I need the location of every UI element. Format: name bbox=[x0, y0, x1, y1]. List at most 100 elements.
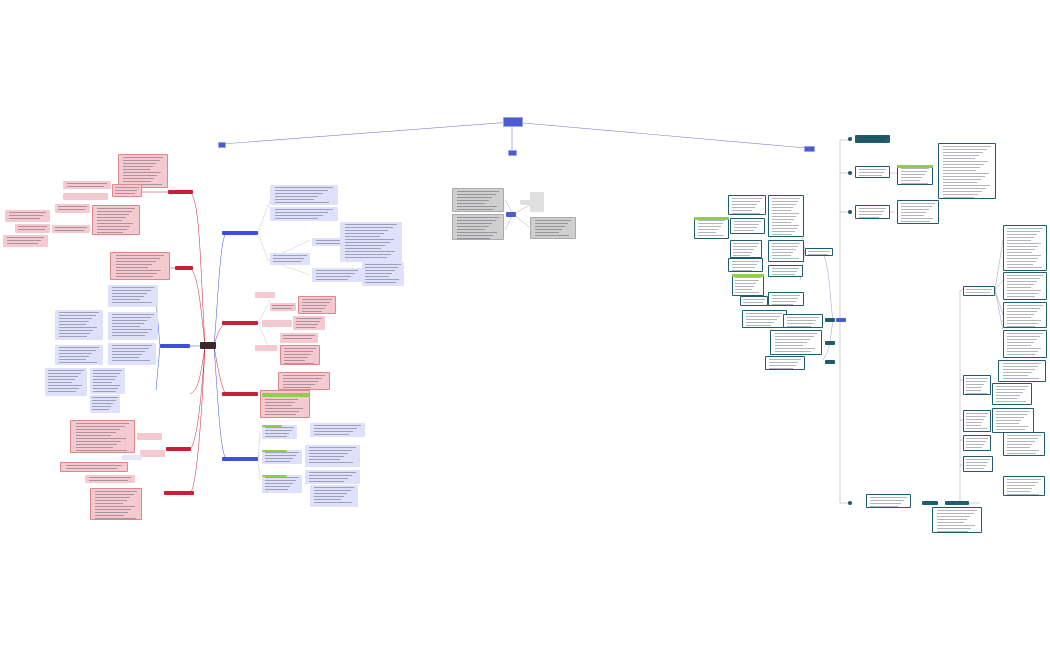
middle-grey-box-2 bbox=[452, 214, 504, 240]
text-line bbox=[966, 467, 984, 469]
right-dot-1 bbox=[848, 137, 852, 141]
text-line bbox=[58, 355, 90, 357]
text-line bbox=[92, 384, 121, 386]
left-blue-branch-2[interactable] bbox=[222, 457, 258, 461]
text-line bbox=[943, 175, 985, 177]
left-red-branch-1[interactable] bbox=[168, 190, 193, 194]
text-line bbox=[111, 350, 146, 352]
text-line bbox=[1007, 286, 1031, 288]
mid-green-header-3 bbox=[262, 450, 287, 452]
text-line bbox=[301, 298, 333, 300]
text-line bbox=[1007, 322, 1038, 324]
text-line bbox=[996, 388, 1026, 390]
left-pink-box-9 bbox=[3, 235, 48, 247]
right-root-node[interactable] bbox=[804, 146, 815, 152]
text-line bbox=[112, 286, 154, 288]
mid-pink-box-8 bbox=[255, 345, 277, 351]
text-line bbox=[365, 263, 401, 265]
right-col2-box-3 bbox=[768, 265, 803, 277]
left-red-branch-5[interactable] bbox=[222, 321, 258, 325]
text-line bbox=[746, 321, 774, 323]
text-line bbox=[58, 349, 96, 351]
left-red-branch-6[interactable] bbox=[222, 392, 258, 396]
text-line bbox=[746, 315, 780, 317]
text-line bbox=[900, 173, 925, 175]
text-line bbox=[943, 184, 990, 186]
text-line bbox=[48, 387, 79, 389]
text-line bbox=[1007, 434, 1041, 436]
text-line bbox=[771, 197, 801, 199]
text-line bbox=[1007, 313, 1034, 315]
mid-lav-box-8 bbox=[262, 425, 297, 439]
right-col1-box-5 bbox=[732, 274, 764, 296]
right-sub-hub-3[interactable] bbox=[825, 360, 835, 364]
middle-hub-node[interactable] bbox=[506, 212, 516, 217]
text-line bbox=[76, 437, 126, 439]
text-line bbox=[1007, 440, 1036, 442]
text-line bbox=[265, 460, 291, 462]
text-line bbox=[1007, 347, 1041, 349]
text-line bbox=[870, 496, 907, 498]
text-line bbox=[272, 307, 293, 309]
text-line bbox=[284, 353, 311, 355]
text-line bbox=[275, 198, 314, 200]
text-line bbox=[966, 389, 981, 391]
right-bottom-node-1[interactable] bbox=[922, 501, 938, 505]
text-line bbox=[457, 219, 496, 221]
text-line bbox=[58, 320, 90, 322]
central-root-node[interactable] bbox=[503, 117, 523, 127]
text-line bbox=[115, 192, 135, 194]
text-line bbox=[457, 225, 489, 227]
text-line bbox=[943, 157, 975, 159]
right-sub-hub-1[interactable] bbox=[825, 318, 835, 322]
text-line bbox=[6, 242, 39, 244]
right-sub-hub-2[interactable] bbox=[825, 341, 835, 345]
text-line bbox=[344, 229, 389, 231]
text-line bbox=[858, 207, 887, 209]
text-line bbox=[966, 415, 987, 417]
text-line bbox=[284, 359, 306, 361]
middle-root-node[interactable] bbox=[508, 150, 517, 156]
text-line bbox=[283, 377, 322, 379]
text-line bbox=[457, 193, 496, 195]
right-col1-box-7 bbox=[742, 310, 787, 328]
text-line bbox=[122, 177, 155, 179]
mid-pink-box-3 bbox=[270, 303, 296, 311]
left-blue-branch-center[interactable] bbox=[160, 344, 190, 348]
text-line bbox=[966, 392, 987, 394]
text-line bbox=[1007, 274, 1043, 276]
text-line bbox=[8, 217, 41, 219]
left-red-branch-4[interactable] bbox=[164, 491, 194, 495]
right-teal-header[interactable] bbox=[855, 135, 890, 143]
text-line bbox=[265, 482, 294, 484]
text-line bbox=[76, 434, 112, 436]
text-line bbox=[858, 174, 882, 176]
text-line bbox=[264, 392, 306, 394]
text-line bbox=[733, 248, 755, 250]
text-line bbox=[96, 213, 129, 215]
right-hub-node[interactable] bbox=[836, 318, 846, 322]
left-red-branch-3[interactable] bbox=[166, 447, 191, 451]
mid-lav-box-2 bbox=[270, 207, 338, 221]
text-line bbox=[1007, 236, 1034, 238]
text-line bbox=[733, 220, 762, 222]
left-pink-box-13 bbox=[137, 433, 162, 440]
text-line bbox=[122, 174, 158, 176]
text-line bbox=[96, 207, 136, 209]
left-blue-branch-1[interactable] bbox=[222, 231, 258, 235]
left-red-branch-2[interactable] bbox=[175, 266, 193, 270]
left-center-node[interactable] bbox=[200, 342, 216, 349]
text-line bbox=[265, 479, 296, 481]
left-root-node[interactable] bbox=[218, 142, 226, 148]
text-line bbox=[58, 352, 93, 354]
mid-pink-box-7 bbox=[280, 345, 320, 365]
text-line bbox=[95, 499, 127, 501]
right-bottom-node-2[interactable] bbox=[945, 501, 969, 505]
right-col3-box-1 bbox=[805, 248, 833, 256]
far-right-box-6 bbox=[998, 360, 1046, 382]
far-right-box-10 bbox=[992, 408, 1034, 433]
text-line bbox=[92, 372, 120, 374]
text-line bbox=[112, 334, 145, 336]
text-line bbox=[58, 332, 91, 334]
